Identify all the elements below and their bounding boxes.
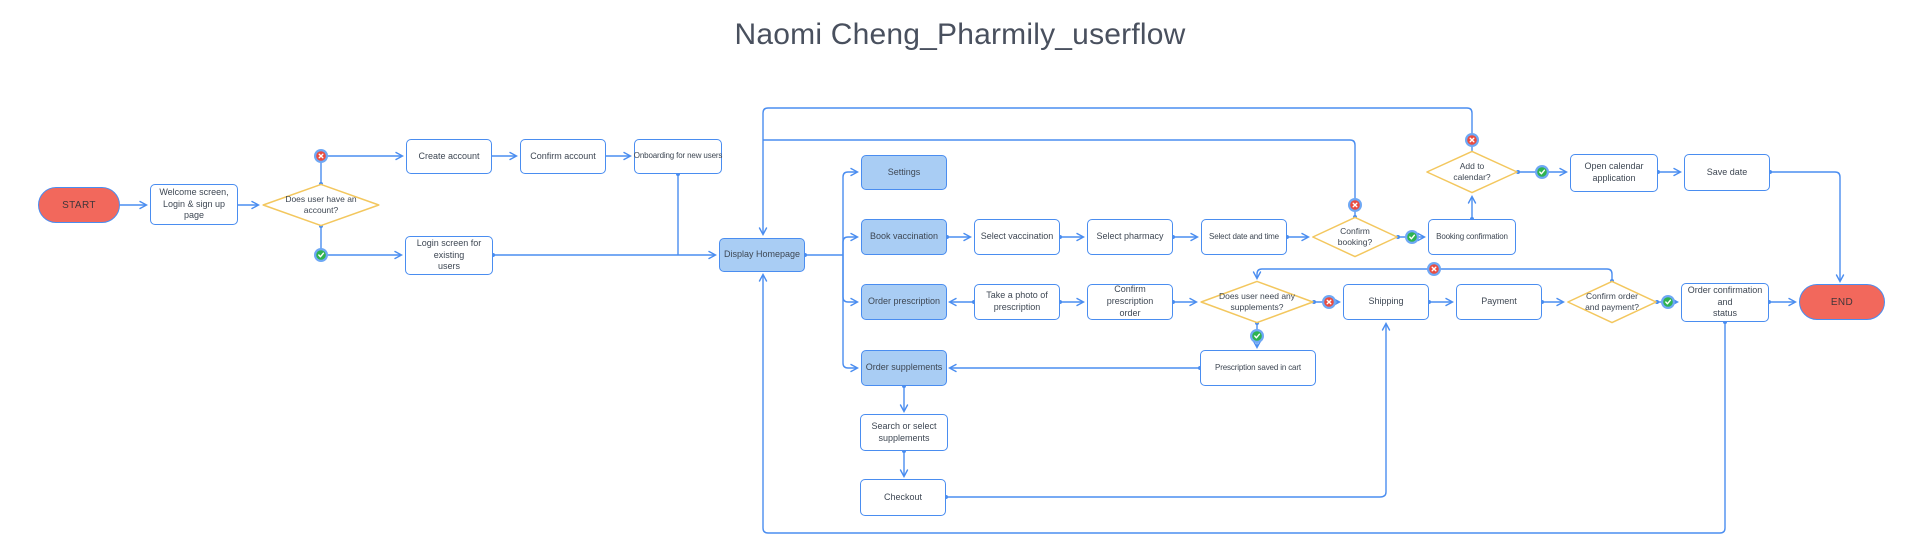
node-label: Welcome screen, Login & sign up page [159,186,229,221]
node-label: Does user need any supplements? [1218,290,1296,312]
node-label: Checkout [883,491,923,502]
node-order-supplements[interactable]: Order supplements [861,350,947,386]
node-confirm-prescription[interactable]: Confirm prescription order [1087,284,1173,320]
diamond-shape [1567,281,1657,323]
no-icon[interactable] [1322,295,1336,309]
diamond-shape [262,184,380,226]
node-shipping[interactable]: Shipping [1343,284,1429,320]
node-order-confirmation[interactable]: Order confirmation and status [1681,283,1769,322]
node-onboarding[interactable]: Onboarding for new users [634,139,722,174]
node-take-photo[interactable]: Take a photo of prescription [974,284,1060,320]
node-label: END [1830,296,1854,308]
edge-savedate-end [1770,171,1845,283]
edge-trunk-order-supplements [842,255,859,373]
edge-orderconf-homepage-loop [758,273,1726,534]
decision-need-supplements[interactable]: Does user need any supplements? [1200,281,1314,323]
node-select-date-time[interactable]: Select date and time [1201,219,1287,255]
yes-icon[interactable] [314,248,328,262]
node-label: Confirm prescription order [1106,284,1154,318]
decision-confirm-order-payment[interactable]: Confirm order and payment? [1567,281,1657,323]
no-icon[interactable] [1465,133,1479,147]
decision-user-has-account[interactable]: Does user have an account? [262,184,380,226]
node-end[interactable]: END [1799,284,1885,320]
node-label: Select vaccination [980,231,1054,242]
node-search-supplements[interactable]: Search or select supplements [860,414,948,451]
node-label: Confirm booking? [1337,225,1373,247]
node-order-prescription[interactable]: Order prescription [861,284,947,320]
node-prescription-saved[interactable]: Prescription saved in cart [1200,350,1316,386]
node-book-vaccination[interactable]: Book vaccination [861,219,947,255]
node-confirm-account[interactable]: Confirm account [520,139,606,174]
node-checkout[interactable]: Checkout [860,479,946,516]
edge-addcalendar-no-homepage [758,107,1473,236]
node-display-homepage[interactable]: Display Homepage [719,238,805,272]
node-start[interactable]: START [38,187,120,223]
yes-icon[interactable] [1405,230,1419,244]
node-payment[interactable]: Payment [1456,284,1542,320]
node-label: Order prescription [867,296,941,307]
node-save-date[interactable]: Save date [1684,154,1770,191]
no-icon[interactable] [1427,262,1441,276]
node-login-screen[interactable]: Login screen for existing users [405,236,493,275]
node-label: Select date and time [1209,231,1279,241]
node-label: Login screen for existing users [416,237,482,272]
node-label: Shipping [1368,296,1404,307]
node-label: Settings [887,166,921,177]
edge-trunk-book-vaccination [842,232,859,255]
node-create-account[interactable]: Create account [406,139,492,174]
node-booking-confirmation[interactable]: Booking confirmation [1428,219,1516,255]
node-select-pharmacy[interactable]: Select pharmacy [1087,219,1173,255]
node-label: Order confirmation and status [1687,284,1763,319]
edge-checkout-shipping [946,322,1391,498]
node-label: Payment [1481,296,1517,307]
node-label: Order supplements [865,362,943,373]
yes-icon[interactable] [1661,295,1675,309]
node-label: Take a photo of prescription [986,290,1048,312]
node-label: Open calendar application [1584,161,1644,183]
node-label: Save date [1706,166,1748,177]
node-settings[interactable]: Settings [861,155,947,190]
node-label: Booking confirmation [1436,231,1508,241]
diamond-shape [1312,217,1398,257]
page-title: Naomi Cheng_Pharmily_userflow [734,18,1186,51]
node-label: Create account [418,150,480,161]
node-label: START [62,199,96,211]
condition-badges [314,133,1675,343]
no-icon[interactable] [1348,198,1362,212]
node-label: Onboarding for new users [633,151,723,161]
node-label: Confirm account [530,150,596,161]
edge-decision-no-create [320,151,404,184]
yes-icon[interactable] [1535,165,1549,179]
edge-trunk-order-prescription [842,255,859,307]
edge-confirmbooking-no-loop [763,139,1356,217]
node-label: Display Homepage [723,249,801,260]
node-label: Select pharmacy [1096,231,1164,242]
decision-confirm-booking[interactable]: Confirm booking? [1312,217,1398,257]
node-welcome-screen[interactable]: Welcome screen, Login & sign up page [150,184,238,225]
node-label: Book vaccination [869,231,939,242]
node-select-vaccination[interactable]: Select vaccination [974,219,1060,255]
edge-decision-yes-login [320,226,403,260]
node-label: Does user have an account? [285,193,357,215]
no-icon[interactable] [314,149,328,163]
node-label: Add to calendar? [1453,160,1491,182]
yes-icon[interactable] [1250,329,1264,343]
node-open-calendar[interactable]: Open calendar application [1570,154,1658,192]
edge-trunk-settings [842,167,859,255]
node-label: Confirm order and payment? [1585,290,1639,312]
node-label: Prescription saved in cart [1215,362,1301,372]
node-label: Search or select supplements [871,420,937,443]
diamond-shape [1200,281,1314,323]
diamond-shape [1426,151,1518,193]
decision-add-to-calendar[interactable]: Add to calendar? [1426,151,1518,193]
